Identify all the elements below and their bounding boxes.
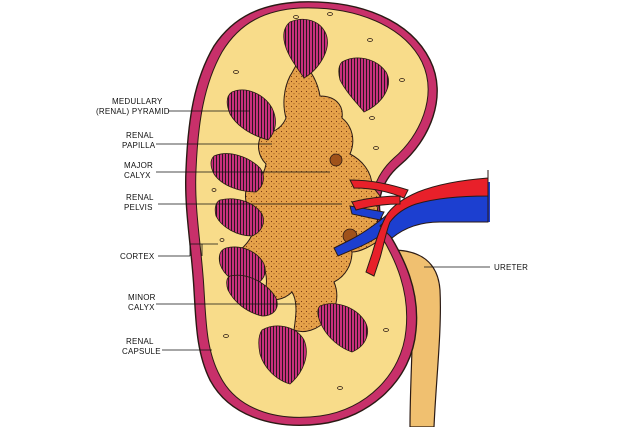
label-text: RENAL	[126, 337, 154, 346]
label-text: RENAL	[126, 131, 154, 140]
label-ureter: URETER	[424, 263, 528, 272]
label-text: URETER	[494, 263, 528, 272]
label-text: CALYX	[128, 303, 155, 312]
label-text: PELVIS	[124, 203, 153, 212]
label-text: CALYX	[124, 171, 151, 180]
label-text: (RENAL) PYRAMID	[96, 107, 170, 116]
label-text: MINOR	[128, 293, 156, 302]
label-text: MAJOR	[124, 161, 153, 170]
label-text: RENAL	[126, 193, 154, 202]
label-text: CORTEX	[120, 252, 155, 261]
label-text: PAPILLA	[122, 141, 156, 150]
label-text: MEDULLARY	[112, 97, 163, 106]
label-text: CAPSULE	[122, 347, 161, 356]
